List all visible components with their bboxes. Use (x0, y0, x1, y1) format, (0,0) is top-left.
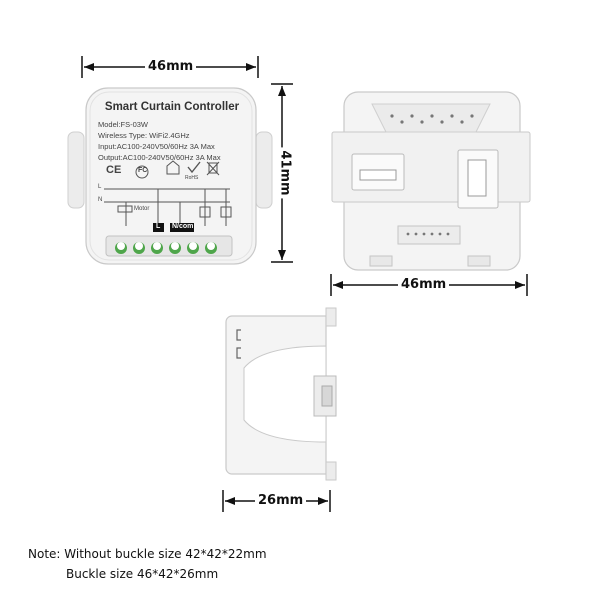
wireless-text: Wireless Type: WiFi2.4GHz (98, 131, 190, 140)
back-view (331, 91, 531, 271)
note-line-2: Buckle size 46*42*26mm (66, 567, 219, 581)
side-depth-label: 26mm (255, 494, 307, 508)
ce-mark: CE (106, 164, 122, 176)
motor-label: Motor (134, 206, 150, 212)
output-text: Output:AC100-240V50/60Hz 3A Max (98, 153, 221, 162)
model-text: Model:FS-03W (98, 120, 149, 129)
rohs-mark: RoHS (185, 175, 199, 181)
wiring-diagram (104, 188, 232, 226)
front-width-label: 46mm (145, 60, 197, 74)
note-line-1: Note: Without buckle size 42*42*22mm (28, 547, 267, 561)
device-title: Smart Curtain Controller (104, 101, 240, 113)
front-height-label: 41mm (277, 147, 293, 199)
line-n-label: N (98, 197, 103, 203)
fc-mark: FC (138, 167, 148, 174)
terminal-l-label: L (156, 223, 161, 230)
terminal-block (105, 223, 233, 257)
front-view (67, 87, 273, 265)
cert-icons (135, 160, 220, 179)
terminal-n-label: N/com (172, 223, 194, 230)
line-l-label: L (98, 184, 102, 190)
input-text: Input:AC100-240V50/60Hz 3A Max (98, 142, 215, 151)
back-width-label: 46mm (398, 278, 450, 292)
side-view (225, 307, 337, 481)
